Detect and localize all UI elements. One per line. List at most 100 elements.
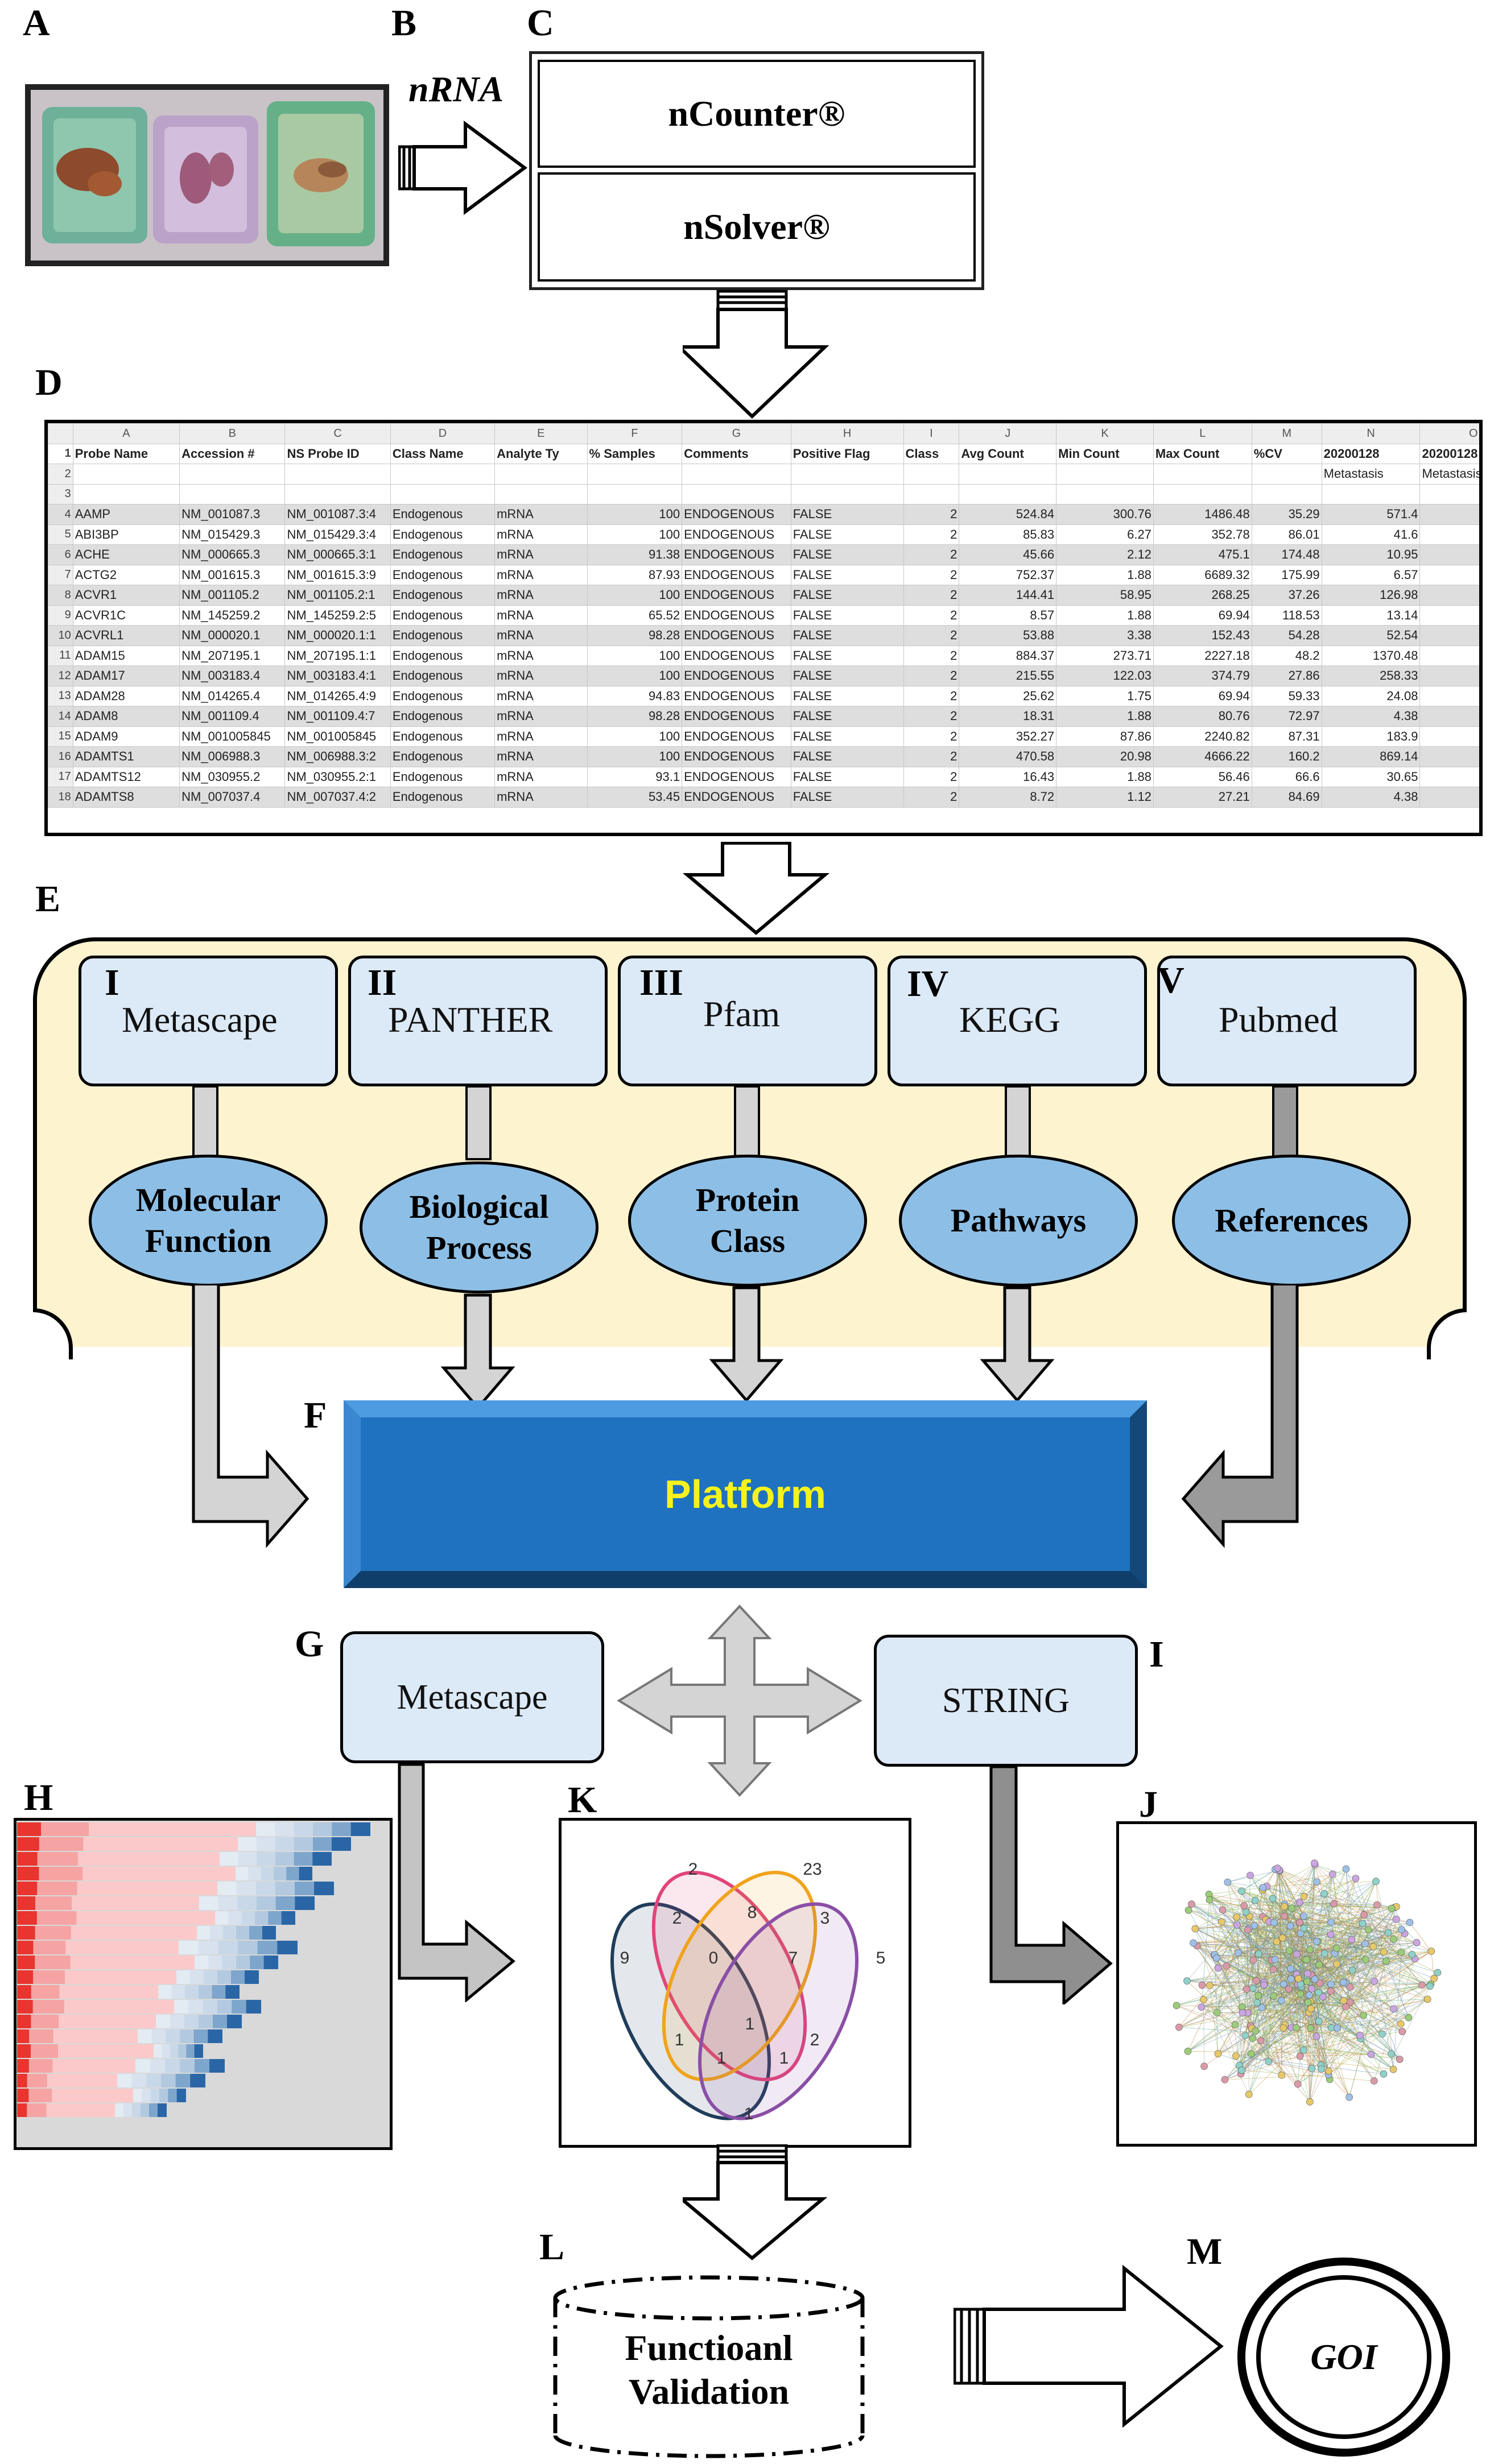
sheet-cell[interactable]: ADAM8 xyxy=(72,706,180,727)
sheet-cell[interactable]: 475.1 xyxy=(1153,544,1252,565)
sheet-cell[interactable]: FALSE xyxy=(790,746,904,767)
sheet-cell[interactable]: 27.21 xyxy=(1153,787,1252,808)
sheet-cell[interactable]: FALSE xyxy=(790,645,904,666)
sheet-cell[interactable]: 56.46 xyxy=(1153,766,1252,787)
sheet-cell[interactable]: FALSE xyxy=(790,585,904,606)
sheet-cell[interactable]: ENDOGENOUS xyxy=(682,685,791,706)
sheet-cell[interactable]: 152.43 xyxy=(1419,625,1479,646)
sheet-cell[interactable]: 86.01 xyxy=(1251,524,1322,545)
sheet-cell[interactable]: 16.94 xyxy=(1419,564,1479,585)
sheet-cell[interactable]: %CV xyxy=(1251,443,1322,464)
sheet-cell[interactable] xyxy=(1056,483,1154,505)
sheet-cell[interactable]: 175.99 xyxy=(1251,564,1322,585)
sheet-cell[interactable]: D xyxy=(390,423,496,444)
sheet-cell[interactable]: Endogenous xyxy=(390,504,496,525)
sheet-cell[interactable]: ENDOGENOUS xyxy=(682,605,791,626)
sheet-cell[interactable] xyxy=(179,464,286,485)
sheet-cell[interactable]: ADAM9 xyxy=(72,726,180,747)
sheet-cell[interactable]: 8.57 xyxy=(959,605,1057,626)
sheet-cell[interactable]: Endogenous xyxy=(390,706,496,727)
sheet-cell[interactable]: 1.88 xyxy=(1056,564,1154,585)
sheet-cell[interactable]: M xyxy=(1251,423,1322,444)
sheet-cell[interactable]: 10.95 xyxy=(1321,544,1421,565)
sheet-cell[interactable]: ENDOGENOUS xyxy=(682,787,791,808)
sheet-cell[interactable] xyxy=(494,483,588,505)
sheet-cell[interactable]: FALSE xyxy=(790,524,904,545)
sheet-cell[interactable]: NM_007037.4 xyxy=(179,787,286,808)
sheet-cell[interactable]: 11.29 xyxy=(1419,605,1479,626)
sheet-cell[interactable]: NM_001109.4:7 xyxy=(284,706,391,727)
sheet-cell[interactable]: 2 xyxy=(903,706,960,727)
sheet-cell[interactable]: 20.98 xyxy=(1056,746,1154,767)
sheet-cell[interactable]: ENDOGENOUS xyxy=(682,645,791,666)
sheet-cell[interactable]: K xyxy=(1056,423,1154,444)
sheet-cell[interactable]: ADAM28 xyxy=(72,685,180,706)
sheet-cell[interactable]: 2 xyxy=(903,504,960,525)
sheet-cell[interactable]: Min Count xyxy=(1056,443,1154,464)
sheet-cell[interactable]: NM_207195.1:1 xyxy=(284,645,391,666)
sheet-cell[interactable]: NM_001087.3 xyxy=(179,504,286,525)
sheet-cell[interactable]: FALSE xyxy=(790,685,904,706)
sheet-cell[interactable]: ENDOGENOUS xyxy=(682,706,791,727)
sheet-cell[interactable]: B xyxy=(179,423,286,444)
sheet-cell[interactable]: 6.57 xyxy=(1321,564,1421,585)
sheet-cell[interactable]: 4666.22 xyxy=(1153,746,1252,767)
sheet-cell[interactable]: 4.38 xyxy=(1321,706,1421,727)
sheet-cell[interactable]: 98.28 xyxy=(587,706,683,727)
sheet-cell[interactable]: ENDOGENOUS xyxy=(682,665,791,687)
sheet-cell[interactable]: ACVRL1 xyxy=(72,625,180,646)
sheet-cell[interactable]: 100 xyxy=(587,726,683,747)
sheet-cell[interactable]: Endogenous xyxy=(390,665,496,687)
sheet-cell[interactable]: FALSE xyxy=(790,544,904,565)
sheet-cell[interactable] xyxy=(1251,483,1322,505)
sheet-cell[interactable]: mRNA xyxy=(494,504,588,525)
sheet-cell[interactable]: FALSE xyxy=(790,726,904,747)
sheet-cell[interactable]: 423.42 xyxy=(1419,726,1479,747)
sheet-cell[interactable]: 197.59 xyxy=(1419,524,1479,545)
sheet-cell[interactable]: mRNA xyxy=(494,685,588,706)
sheet-cell[interactable]: mRNA xyxy=(494,787,588,808)
sheet-cell[interactable] xyxy=(48,423,73,444)
sheet-cell[interactable]: NM_145259.2:5 xyxy=(284,605,391,626)
sheet-cell[interactable]: NM_014265.4:9 xyxy=(284,685,391,706)
sheet-cell[interactable]: NM_003183.4 xyxy=(179,665,286,687)
sheet-cell[interactable]: FALSE xyxy=(790,787,904,808)
sheet-cell[interactable]: 752.37 xyxy=(959,564,1057,585)
sheet-cell[interactable]: ACVR1C xyxy=(72,605,180,626)
sheet-cell[interactable]: NM_001087.3:4 xyxy=(284,504,391,525)
sheet-cell[interactable] xyxy=(494,464,588,485)
sheet-cell[interactable]: mRNA xyxy=(494,625,588,646)
sheet-cell[interactable]: G xyxy=(682,423,791,444)
sheet-cell[interactable]: FALSE xyxy=(790,504,904,525)
sheet-cell[interactable]: 3 xyxy=(48,483,73,505)
sheet-cell[interactable]: 3.38 xyxy=(1056,625,1154,646)
sheet-cell[interactable]: Accession # xyxy=(179,443,286,464)
sheet-cell[interactable]: NM_000665.3 xyxy=(179,544,286,565)
sheet-cell[interactable]: Endogenous xyxy=(390,787,496,808)
sheet-cell[interactable] xyxy=(959,483,1057,505)
sheet-cell[interactable] xyxy=(587,464,683,485)
sheet-cell[interactable]: 22.58 xyxy=(1419,706,1479,727)
sheet-cell[interactable]: AAMP xyxy=(72,504,180,525)
sheet-cell[interactable]: 54.28 xyxy=(1251,625,1322,646)
sheet-cell[interactable]: 100 xyxy=(587,645,683,666)
sheet-cell[interactable]: 1.88 xyxy=(1056,706,1154,727)
sheet-cell[interactable]: mRNA xyxy=(494,645,588,666)
sheet-cell[interactable]: N xyxy=(1321,423,1421,444)
sheet-cell[interactable]: Endogenous xyxy=(390,645,496,666)
sheet-cell[interactable]: 53.88 xyxy=(959,625,1057,646)
sheet-cell[interactable]: mRNA xyxy=(494,585,588,606)
sheet-cell[interactable]: 53.45 xyxy=(587,787,683,808)
sheet-cell[interactable]: 2 xyxy=(903,665,960,687)
sheet-cell[interactable]: 2 xyxy=(903,524,960,545)
sheet-cell[interactable]: 72.97 xyxy=(1251,706,1322,727)
sheet-cell[interactable]: 87.31 xyxy=(1251,726,1322,747)
sheet-cell[interactable]: 14 xyxy=(48,706,73,727)
sheet-cell[interactable]: mRNA xyxy=(494,746,588,767)
sheet-cell[interactable]: 2 xyxy=(903,605,960,626)
sheet-cell[interactable] xyxy=(959,464,1057,485)
sheet-cell[interactable]: 11 xyxy=(48,645,73,666)
sheet-cell[interactable]: 8 xyxy=(48,585,73,606)
sheet-cell[interactable]: 524.84 xyxy=(959,504,1057,525)
sheet-cell[interactable]: 59.33 xyxy=(1251,685,1322,706)
